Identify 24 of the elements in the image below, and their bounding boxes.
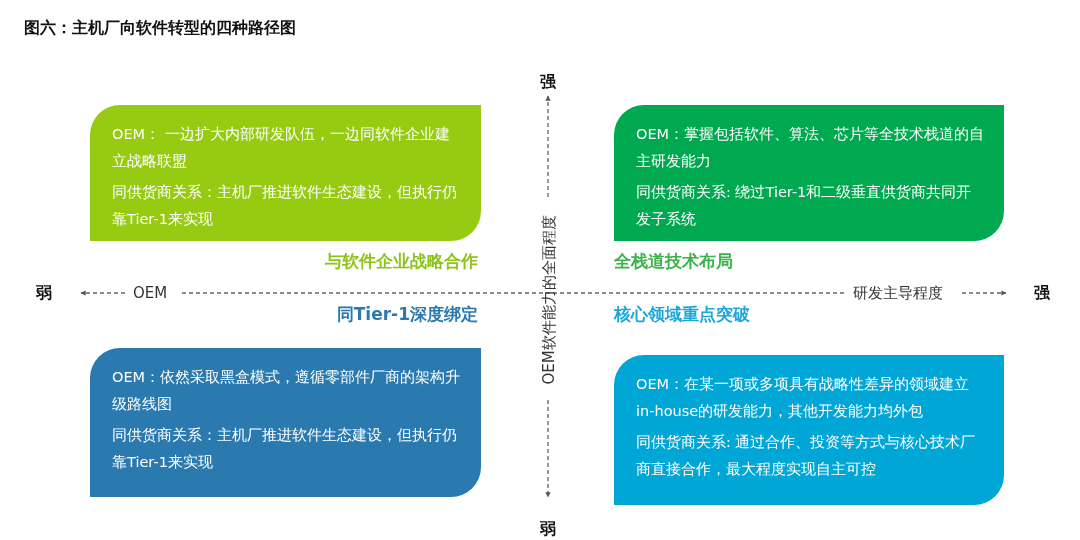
- axis-title: OEM软件能力的全面程度: [539, 215, 559, 385]
- description-text: OEM：掌握包括软件、算法、芯片等全技术栈道的自主研发能力: [636, 125, 986, 171]
- description-text: OEM： 一边扩大内部研发队伍，一边同软件企业建立战略联盟: [112, 125, 451, 171]
- axis-label: 弱: [540, 519, 556, 540]
- axis-label: 弱: [36, 283, 52, 304]
- quadrant-box: [90, 105, 481, 241]
- quadrant-heading: 核心领域重点突破: [614, 303, 750, 326]
- quadrant-heading: 全栈道技术布局: [614, 250, 733, 273]
- quadrant-heading: 与软件企业战略合作: [325, 250, 478, 273]
- description-text: 同供货商关系：主机厂推进软件生态建设，但执行仍靠Tier-1来实现: [112, 183, 458, 229]
- axis-label: OEM: [133, 284, 168, 302]
- axis-label: 强: [540, 72, 556, 93]
- quadrant-box: [90, 348, 481, 497]
- description-text: OEM：在某一项或多项具有战略性差异的领域建立in-house的研发能力，其他开发能力均外包: [636, 375, 971, 421]
- quadrant-box: [614, 105, 1004, 241]
- description-text: 同供货商关系: 通过合作、投资等方式与核心技术厂商直接合作，最大程度实现自主可控: [636, 433, 977, 479]
- axis-label: 研发主导程度: [853, 284, 943, 303]
- description-text: 同供货商关系：主机厂推进软件生态建设，但执行仍靠Tier-1来实现: [112, 426, 458, 472]
- quadrant-box: [614, 355, 1004, 505]
- description-text: 同供货商关系: 绕过Tier-1和二级垂直供货商共同开发子系统: [636, 183, 973, 229]
- title: 图六：主机厂向软件转型的四种路径图: [24, 18, 296, 39]
- axis-label: 强: [1034, 283, 1050, 304]
- quadrant-heading: 同Tier-1深度绑定: [336, 303, 478, 326]
- description-text: OEM：依然采取黑盒模式，遵循零部件厂商的架构升级路线图: [112, 368, 462, 414]
